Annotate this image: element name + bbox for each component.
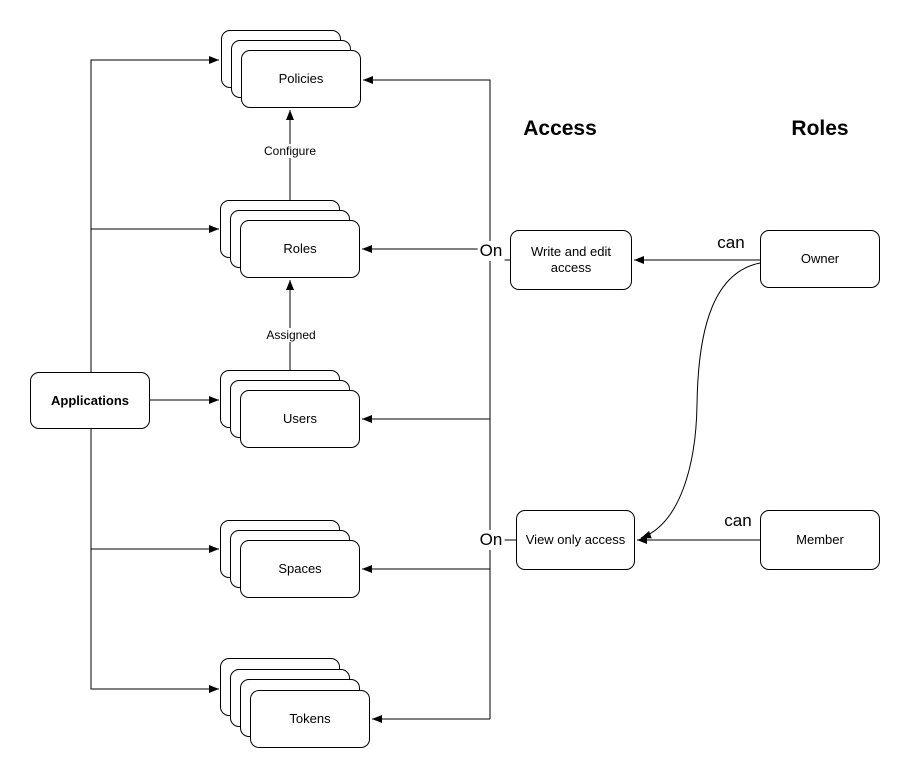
access-heading: Access [523, 117, 597, 140]
policies-label: Policies [278, 71, 324, 86]
stack-front: Policies [241, 50, 361, 108]
roles-heading: Roles [791, 117, 849, 140]
tokens-label: Tokens [289, 711, 331, 726]
users-label: Users [283, 411, 317, 426]
edge-access-trunk-to-policies [363, 76, 491, 719]
stack-front: Spaces [240, 540, 360, 598]
roles-label: Roles [283, 241, 317, 256]
owner-node: Owner [760, 230, 880, 288]
edge-applications-to-policies [90, 56, 219, 372]
stack-front: Users [240, 390, 360, 448]
applications-node: Applications [30, 372, 150, 429]
owner-can-edge-label: can [715, 233, 747, 253]
edge-applications-to-tokens [90, 429, 219, 693]
edge-owner-can-view-curve [640, 262, 761, 539]
configure-edge-label: Configure [261, 144, 319, 158]
on-write-edge-label: On [477, 241, 505, 261]
on-view-edge-label: On [477, 530, 505, 550]
write-edit-access-node: Write and edit access [510, 230, 632, 290]
view-only-access-node: View only access [516, 510, 635, 570]
stack-front: Tokens [250, 690, 370, 748]
member-node: Member [760, 510, 880, 570]
stack-front: Roles [240, 220, 360, 278]
assigned-edge-label: Assigned [264, 328, 318, 342]
member-can-edge-label: can [722, 511, 754, 531]
spaces-label: Spaces [278, 561, 322, 576]
